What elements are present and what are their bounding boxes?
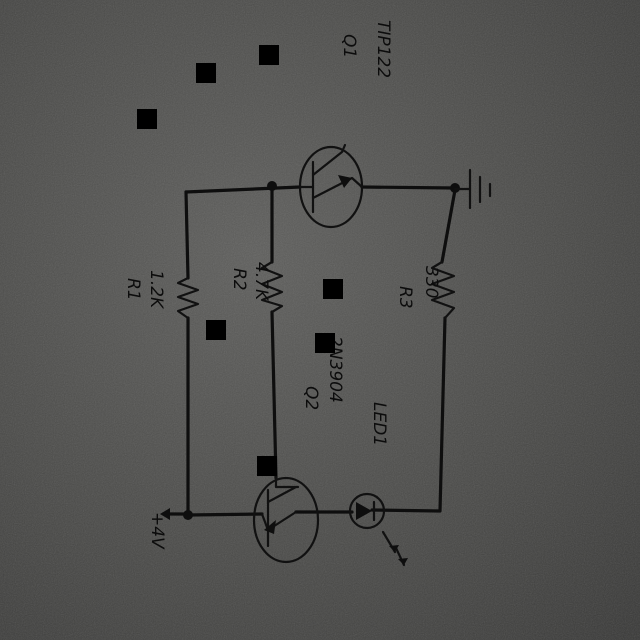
q1-part-label: TIP122 — [373, 20, 393, 78]
resistor-r3-symbol — [430, 260, 456, 320]
redaction-marks — [137, 45, 343, 476]
q1-name-label: Q1 — [339, 34, 359, 58]
supply-terminal — [160, 508, 170, 520]
r3-name-label: R3 — [395, 286, 415, 309]
led-name-label: LED1 — [369, 402, 389, 446]
transistor-q2-symbol — [252, 476, 320, 564]
labels: TIP122 Q1 2N3904 Q2 1.2K R1 4.7K R2 330 … — [123, 20, 441, 550]
r2-name-label: R2 — [229, 268, 249, 291]
wiring — [163, 184, 457, 517]
supply-label: +4V — [147, 512, 167, 550]
r3-value-label: 330 — [421, 266, 441, 298]
resistor-r2-symbol — [260, 260, 284, 314]
ground-symbol — [453, 168, 492, 210]
r1-value-label: 1.2K — [146, 270, 166, 310]
led-symbol — [348, 492, 408, 567]
q2-name-label: Q2 — [301, 386, 321, 410]
resistor-r1-symbol — [176, 276, 200, 320]
transistor-q1-symbol — [298, 143, 364, 229]
r2-value-label: 4.7K — [251, 262, 271, 302]
r1-name-label: R1 — [123, 278, 143, 301]
